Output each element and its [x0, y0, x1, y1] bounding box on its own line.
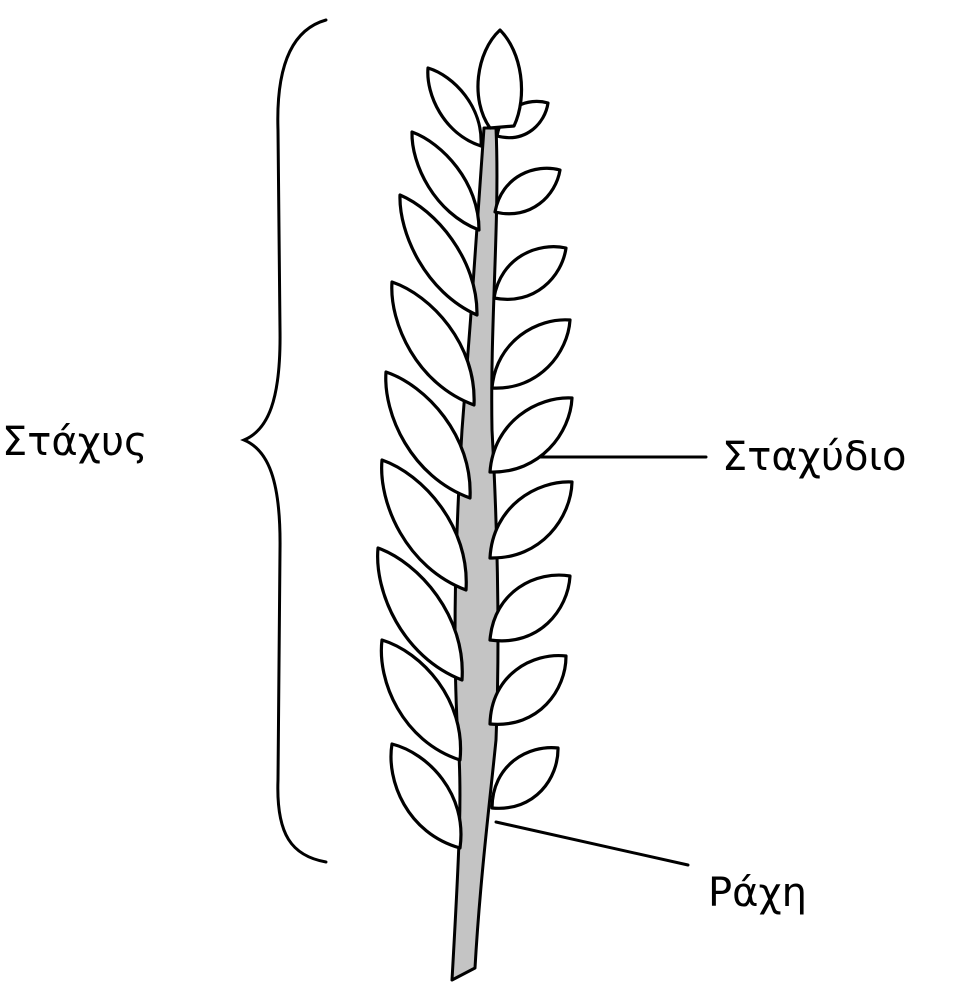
- rachis-label: Ράχη: [708, 870, 807, 916]
- spike-brace: [244, 20, 326, 862]
- spikelet: [492, 320, 570, 388]
- spike-label: Στάχυς: [2, 419, 147, 465]
- spikelet-label: Σταχύδιο: [722, 434, 906, 480]
- spikelet: [495, 168, 560, 213]
- spikelet: [391, 744, 461, 848]
- spikelet: [478, 30, 522, 128]
- rachis-leader-line: [496, 822, 688, 865]
- spikelet: [490, 575, 570, 641]
- spikelet: [490, 656, 566, 725]
- spikelet: [494, 247, 566, 300]
- spikelet: [490, 482, 572, 558]
- spikelet: [490, 398, 572, 472]
- spikelet: [428, 68, 481, 146]
- spikelet: [492, 748, 558, 809]
